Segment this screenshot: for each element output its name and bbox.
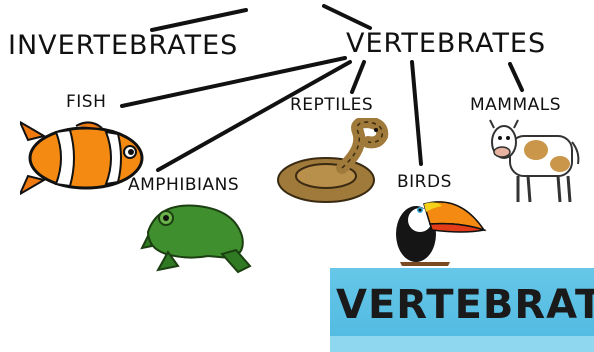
- line-root-invertebrates: [152, 10, 246, 30]
- cow-icon: [484, 118, 584, 208]
- invertebrates-label: INVERTEBRATES: [8, 30, 238, 61]
- line-vertebrates-mammals: [510, 64, 522, 90]
- banner-text: VERTEBRAT: [336, 282, 594, 328]
- clownfish-icon: [20, 118, 150, 198]
- birds-label: BIRDS: [397, 172, 452, 192]
- frog-icon: [138, 196, 258, 276]
- fish-label: FISH: [66, 92, 106, 112]
- line-vertebrates-birds: [412, 62, 421, 164]
- vertebrates-label: VERTEBRATES: [346, 28, 546, 59]
- banner-bottom-strip: [330, 336, 594, 352]
- toucan-icon: [390, 190, 490, 270]
- reptiles-label: REPTILES: [290, 95, 373, 115]
- line-vertebrates-reptiles: [352, 62, 364, 92]
- mammals-label: MAMMALS: [470, 95, 561, 115]
- snake-icon: [272, 118, 392, 208]
- line-root-vertebrates: [324, 6, 370, 28]
- vertebrates-banner: VERTEBRAT: [330, 268, 594, 352]
